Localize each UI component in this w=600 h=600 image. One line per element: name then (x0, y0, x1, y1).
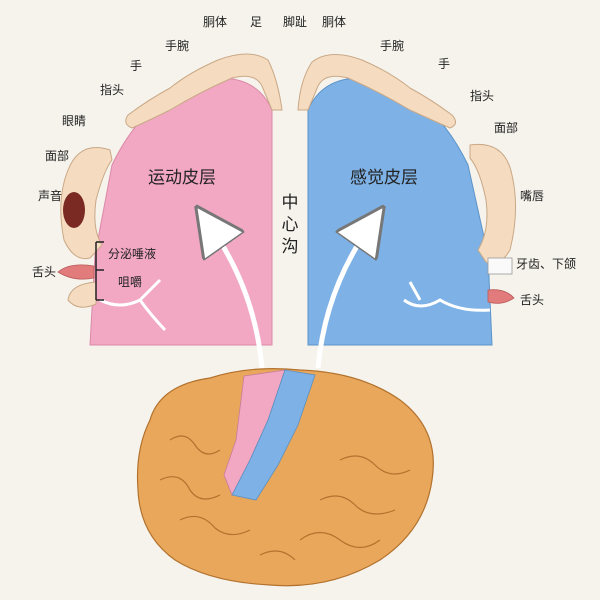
motor-homunculus-limbs (125, 53, 283, 129)
motor-label-eyes: 眼睛 (62, 114, 87, 128)
motor-label-foot: 足 (250, 15, 263, 29)
sensory-label-lips: 嘴唇 (520, 189, 545, 203)
sensory-label-hand: 手 (438, 57, 451, 71)
motor-label-voice: 声音 (38, 189, 63, 203)
sensory-label-toes: 脚趾 (283, 15, 308, 29)
motor-label-trunk: 胴体 (203, 15, 228, 29)
central-sulcus-title: 中心沟 (281, 193, 299, 257)
motor-label-chewing: 咀嚼 (118, 275, 143, 289)
salivation-bracket (95, 241, 104, 301)
sensory-teeth (487, 257, 513, 275)
motor-label-hand: 手 (130, 59, 143, 73)
sensory-label-fingers: 指头 (470, 89, 495, 103)
brain (136, 368, 434, 587)
sensory-cortex-title: 感觉皮层 (350, 168, 418, 188)
motor-homunculus-face (60, 147, 113, 260)
sensory-cortex-area (307, 77, 493, 346)
sensory-label-teeth-jaw: 牙齿、下颌 (516, 257, 577, 271)
motor-tongue (57, 264, 95, 280)
motor-arrow (210, 226, 265, 369)
motor-cortex-title: 运动皮层 (148, 168, 216, 188)
sensory-label-trunk: 胴体 (322, 15, 347, 29)
brain-sensory-strip (231, 369, 316, 501)
sensory-homunculus-limbs (297, 54, 456, 129)
sensory-label-tongue: 舌头 (520, 293, 545, 307)
motor-open-mouth (63, 192, 85, 228)
sensory-tongue (487, 289, 515, 304)
sensory-arrow (315, 226, 370, 369)
sensory-label-face: 面部 (494, 121, 519, 135)
motor-label-fingers: 指头 (100, 83, 125, 97)
motor-label-tongue: 舌头 (32, 265, 57, 279)
motor-label-wrist: 手腕 (165, 39, 190, 53)
motor-label-face: 面部 (45, 149, 70, 163)
sensory-label-wrist: 手腕 (380, 39, 405, 53)
motor-label-salivation: 分泌唾液 (108, 247, 157, 261)
